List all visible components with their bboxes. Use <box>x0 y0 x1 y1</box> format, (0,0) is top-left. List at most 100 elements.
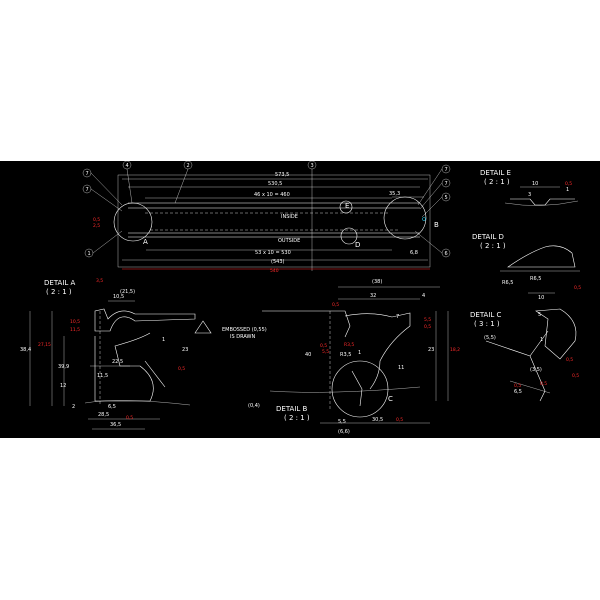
red-dim-left-b: 2,5 <box>93 223 100 229</box>
detail-a-red-dim: 10,5 <box>70 319 80 325</box>
svg-text:2: 2 <box>187 163 190 169</box>
detail-d: DETAIL D ( 2 : 1 ) R6,5 R6,5 10 0,5 <box>472 233 581 301</box>
balloon: 4 <box>122 161 132 170</box>
detail-b-dim: 7 <box>396 314 399 320</box>
detail-b-red-dim: 0,5 <box>332 302 339 308</box>
label-inside: INSIDE <box>281 214 298 220</box>
detail-b-red-dim: 0,5 <box>396 417 403 423</box>
detail-b: (38) 32 4 1 R3,5 7 11 40 (0,4) 5,5 (6,6)… <box>248 279 460 435</box>
detail-b-dim: 4 <box>422 293 425 299</box>
detail-b-red-dim: R3,5 <box>344 342 354 348</box>
dim-6-8: 6,8 <box>410 250 418 256</box>
surface-symbol-icon <box>194 320 212 334</box>
detail-a-red-dim: 0,5 <box>178 366 185 372</box>
svg-text:3: 3 <box>311 163 314 169</box>
detail-e: DETAIL E ( 2 : 1 ) 10 3 1 0,5 <box>480 169 579 206</box>
detail-d-scale: ( 2 : 1 ) <box>480 242 506 250</box>
dim-bottom-holes: 53 x 10 = 530 <box>255 250 291 256</box>
detail-c-red-dim: 0,5 <box>566 357 573 363</box>
detail-d-dim: R6,5 <box>502 280 513 286</box>
detail-a-red-dim: 0,5 <box>126 415 133 421</box>
detail-b-red-dim: 5,5 <box>322 349 329 355</box>
detail-c-callout-circle <box>331 360 389 418</box>
svg-text:IS DRAWN: IS DRAWN <box>230 334 255 340</box>
label-a: A <box>143 238 148 246</box>
detail-d-title: DETAIL D <box>472 233 504 241</box>
detail-e-scale: ( 2 : 1 ) <box>484 178 510 186</box>
balloon: 7 <box>441 164 451 174</box>
detail-a-scale: ( 2 : 1 ) <box>46 288 72 296</box>
detail-c-red-dim: 0,5 <box>514 383 521 389</box>
detail-b-dim: (6,6) <box>338 429 350 435</box>
detail-a-dim: 2 <box>72 404 75 410</box>
balloon: 7 <box>82 168 92 178</box>
detail-a-dim: 28,5 <box>98 412 109 418</box>
detail-a-dim: 6,5 <box>108 404 116 410</box>
dim-overall: 573,5 <box>275 172 289 178</box>
detail-d-callout-circle <box>340 227 358 245</box>
detail-a-dim: 38,4 <box>20 347 31 353</box>
detail-c-dim: (5,5) <box>484 335 496 341</box>
balloon: 3 <box>307 161 317 170</box>
detail-e-dim: 10 <box>532 181 538 187</box>
embossed-note: EMBOSSED (0,55) IS DRAWN <box>222 327 267 340</box>
detail-a-red-dim: 11,5 <box>70 327 80 333</box>
balloon: 7 <box>441 178 451 188</box>
detail-b-dim: 11 <box>398 365 404 371</box>
red-dim-left-a: 0,5 <box>93 217 100 223</box>
detail-c-dim: 6,5 <box>514 389 522 395</box>
dim-holes: 46 x 10 = 460 <box>254 192 290 198</box>
detail-b-dim: 23 <box>428 347 434 353</box>
svg-text:5: 5 <box>445 195 448 201</box>
detail-b-dim: 32 <box>370 293 376 299</box>
reference-marker <box>422 217 426 221</box>
detail-a-dim: 22,5 <box>112 359 123 365</box>
detail-b-red-dim: 5,5 <box>424 317 431 323</box>
svg-text:7: 7 <box>86 187 89 193</box>
detail-b-dim: (38) <box>372 279 382 285</box>
detail-b-dim: 30,5 <box>372 417 383 423</box>
detail-a-top-profile <box>94 308 196 332</box>
detail-c-scale: ( 3 : 1 ) <box>474 320 500 328</box>
detail-e-red-dim: 0,5 <box>565 181 572 187</box>
detail-e-callout-circle <box>339 200 353 214</box>
detail-c-dim: 5 <box>538 312 541 318</box>
detail-d-dim: 10 <box>538 295 544 301</box>
svg-text:7: 7 <box>445 167 448 173</box>
detail-b-red-dim: 0,5 <box>320 343 327 349</box>
balloon: 1 <box>84 248 94 258</box>
label-outside: OUTSIDE <box>278 238 300 244</box>
detail-d-profile <box>507 245 576 268</box>
label-e: E <box>345 202 349 210</box>
detail-c: DETAIL C ( 3 : 1 ) 5 1 (5,5) (3,5) 6,5 0… <box>470 308 579 402</box>
detail-e-dim: 3 <box>528 192 531 198</box>
detail-e-title: DETAIL E <box>480 169 511 177</box>
detail-a-dim: 11,5 <box>97 373 108 379</box>
dim-530: 530,5 <box>268 181 282 187</box>
cad-drawing: 573,5 530,5 46 x 10 = 460 INSIDE OUTSIDE… <box>20 161 581 435</box>
detail-a-callout-circle <box>113 202 153 242</box>
detail-c-red-dim: 0,5 <box>540 381 547 387</box>
label-c: C <box>388 395 393 403</box>
balloon: 2 <box>183 161 193 170</box>
main-view-frame <box>117 174 431 268</box>
detail-a-ground <box>84 400 191 406</box>
detail-c-title: DETAIL C <box>470 311 502 319</box>
detail-b-red-dim: 0,5 <box>424 324 431 330</box>
detail-a-dim: 12 <box>60 383 66 389</box>
detail-b-dim: 40 <box>305 352 311 358</box>
main-view: 573,5 530,5 46 x 10 = 460 INSIDE OUTSIDE… <box>82 161 451 274</box>
detail-a-dim: 23 <box>182 347 188 353</box>
detail-a-red-dim: 3,5 <box>96 278 103 284</box>
detail-a-dim: 1 <box>162 337 165 343</box>
detail-d-red-dim: 0,5 <box>574 285 581 291</box>
svg-text:EMBOSSED (0,55): EMBOSSED (0,55) <box>222 327 267 333</box>
cad-drawing-sheet: 573,5 530,5 46 x 10 = 460 INSIDE OUTSIDE… <box>0 161 600 438</box>
detail-a-dim: 39,9 <box>58 364 69 370</box>
detail-b-dim: R3,5 <box>340 352 351 358</box>
detail-e-profile <box>510 198 575 206</box>
detail-a: DETAIL A ( 2 : 1 ) (21,5) 10,5 22,5 11,5… <box>20 278 212 430</box>
detail-b-dim: 5,5 <box>338 419 346 425</box>
svg-text:6: 6 <box>445 251 448 257</box>
dim-35-3: 35,3 <box>389 191 400 197</box>
